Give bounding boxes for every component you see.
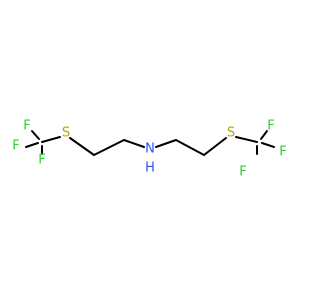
atom-f2: F [12,139,19,154]
atom-s-right: S [227,126,235,141]
molecule-structure: F F F S N H S F F F [12,119,286,180]
bonds [25,130,275,156]
atom-s-left: S [62,126,70,141]
bond-f2-c1 [25,142,39,148]
atom-labels: F F F S N H S F F F [12,119,286,180]
atom-f1: F [23,119,30,134]
atom-n: N [145,142,155,157]
bond-f1-c1 [31,130,40,140]
bond-c1-s-left [41,136,61,143]
atom-h: H [145,161,155,176]
bond-s-left-c2 [69,137,95,156]
bond-n-c4 [155,139,177,148]
atom-f3: F [38,153,45,168]
atom-f6: F [239,165,246,180]
bond-c2-c3 [93,139,125,156]
atom-f5: F [279,145,286,160]
bond-c4-c5 [175,139,205,156]
bond-c6-f5 [261,142,275,148]
bond-c6-f4 [260,130,268,140]
bond-s-right-c6 [235,136,258,143]
molecule-canvas: F F F S N H S F F F [12,119,286,180]
bond-c3-n [123,139,145,148]
atom-f4: F [267,119,274,134]
bond-c5-s-right [203,137,227,156]
